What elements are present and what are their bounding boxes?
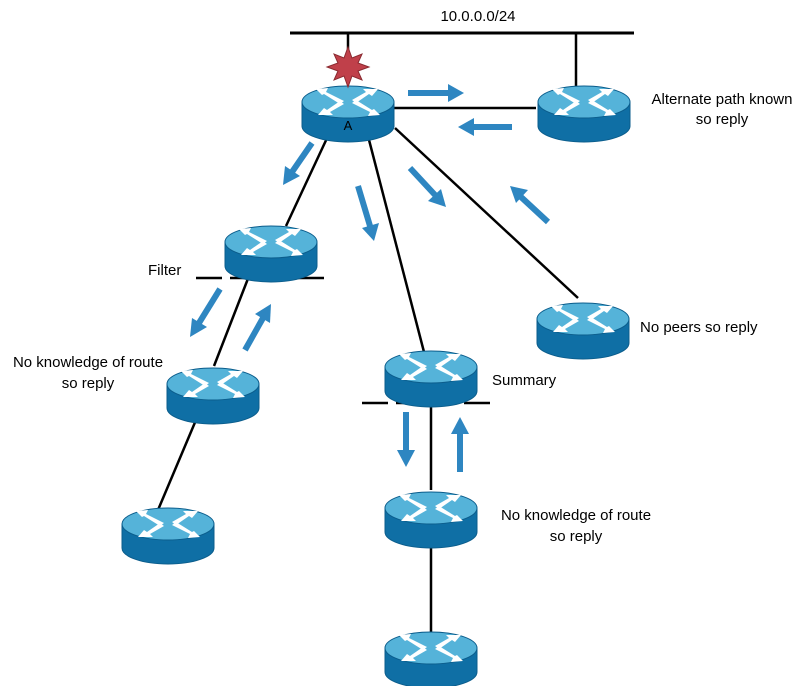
router-summary-icon[interactable]	[384, 350, 478, 408]
reply-arrow-from-no-peers-icon	[510, 186, 551, 225]
failure-star-icon	[325, 45, 371, 89]
summary-label: Summary	[492, 372, 557, 389]
query-arrow-to-summary-router-icon	[355, 185, 379, 241]
router-no-knowledge-left-icon[interactable]	[166, 367, 260, 425]
router-leaf-left-icon[interactable]	[121, 507, 215, 565]
query-arrow-to-bottom-router-icon	[397, 412, 415, 467]
subnet-label: 10.0.0.0/24	[440, 8, 515, 25]
query-arrow-to-filter-router-icon	[283, 141, 315, 185]
router-no-peers-icon[interactable]	[536, 302, 630, 360]
router-a-icon[interactable]	[301, 85, 395, 143]
router-filter-icon[interactable]	[224, 225, 318, 283]
query-arrow-to-alternate-icon	[408, 84, 464, 102]
alternate-path-label-line2: so reply	[696, 111, 749, 128]
router-a-label: A	[344, 118, 353, 133]
router-leaf-bottom-icon[interactable]	[384, 631, 478, 686]
reply-arrow-from-bottom-router-icon	[451, 417, 469, 472]
no-knowledge-left-label-line1: No knowledge of route	[13, 354, 163, 371]
no-peers-label: No peers so reply	[640, 319, 758, 336]
query-arrow-to-left-router-icon	[190, 287, 223, 337]
links	[156, 106, 579, 632]
alternate-path-label-line1: Alternate path known	[652, 91, 793, 108]
reply-arrow-from-alternate-icon	[458, 118, 512, 136]
no-knowledge-bottom-label-line2: so reply	[550, 528, 603, 545]
query-arrow-to-no-peers-icon	[407, 165, 446, 207]
filter-label: Filter	[148, 262, 181, 279]
no-knowledge-left-label-line2: so reply	[62, 375, 115, 392]
router-alternate-path-icon[interactable]	[537, 85, 631, 143]
query-reply-arrows	[190, 84, 551, 472]
reply-arrow-from-left-router-icon	[242, 304, 271, 352]
no-knowledge-bottom-label-line1: No knowledge of route	[501, 507, 651, 524]
router-no-knowledge-bottom-icon[interactable]	[384, 491, 478, 549]
